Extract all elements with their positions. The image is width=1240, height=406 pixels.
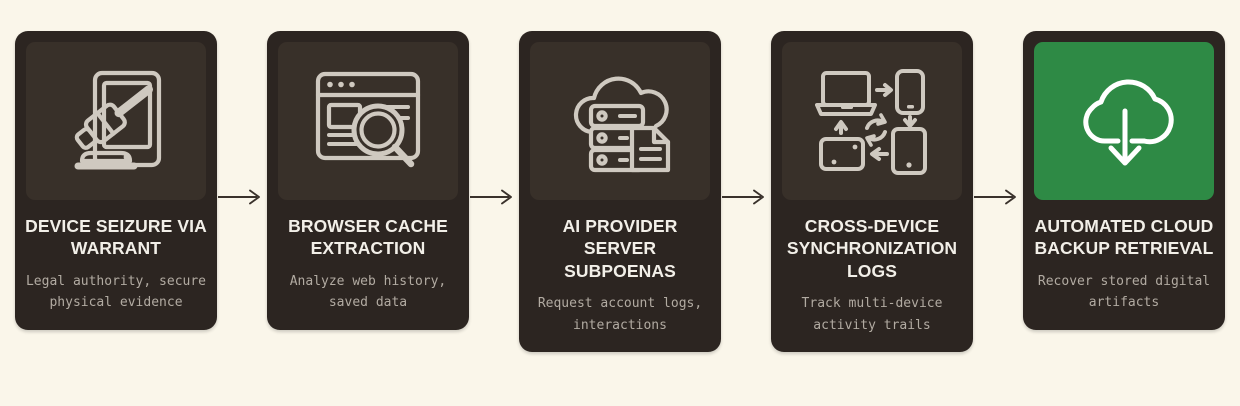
step-title-3: AI PROVIDER SERVER SUBPOENAS [562,216,678,281]
icon-panel-5 [1034,42,1214,200]
arrow-right-icon [974,189,1016,205]
step-title-5: AUTOMATED CLOUD BACKUP RETRIEVAL [1034,216,1214,259]
step-description-3: Request account logs, interactions [537,296,703,333]
icon-panel-4 [782,42,962,200]
step-title-2: BROWSER CACHE EXTRACTION [288,216,448,259]
gavel-tablet-icon [74,70,162,170]
step-title-1: DEVICE SEIZURE VIA WARRANT [25,216,207,259]
flow-container: DEVICE SEIZURE VIA WARRANT Legal authori… [15,31,1225,399]
cloud-server-document-icon [573,76,671,173]
step-description-1: Legal authority, secure physical evidenc… [25,273,206,311]
flow-step-card-2[interactable]: BROWSER CACHE EXTRACTION Analyze web his… [267,31,469,330]
icon-panel-3 [530,42,710,200]
arrow-right-icon [218,189,260,205]
connector-4 [973,31,1023,399]
flow-step-card-3[interactable]: AI PROVIDER SERVER SUBPOENAS Request acc… [519,31,721,353]
step-description-2: Analyze web history, saved data [289,273,447,311]
connector-3 [721,31,771,399]
cloud-download-icon [1083,79,1174,166]
step-title-4: CROSS-DEVICE SYNCHRONIZATION LOGS [786,216,958,281]
step-description-4: Track multi-device activity trails [801,296,943,333]
cross-device-sync-icon [814,69,927,175]
icon-panel-2 [278,42,458,200]
flow-step-card-5[interactable]: AUTOMATED CLOUD BACKUP RETRIEVAL Recover… [1023,31,1225,330]
icon-panel-1 [26,42,206,200]
flow-step-card-1[interactable]: DEVICE SEIZURE VIA WARRANT Legal authori… [15,31,217,330]
connector-2 [469,31,519,399]
arrow-right-icon [470,189,512,205]
step-description-5: Recover stored digital artifacts [1037,273,1211,311]
arrow-right-icon [722,189,764,205]
flow-step-card-4[interactable]: CROSS-DEVICE SYNCHRONIZATION LOGS Track … [771,31,973,353]
connector-1 [217,31,267,399]
browser-magnifier-icon [315,71,421,168]
